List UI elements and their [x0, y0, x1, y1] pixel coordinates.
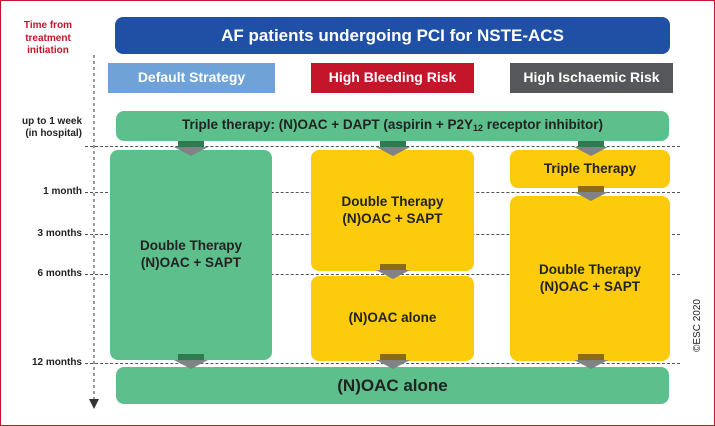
hbr-oac-alone-box: (N)OAC alone	[311, 276, 474, 361]
time-label-1-week: up to 1 week (in hospital)	[2, 116, 82, 140]
time-label-1-week-line1: up to 1 week	[21, 116, 82, 127]
gridline-12-months	[85, 363, 680, 364]
triple-therapy-initial-text: Triple therapy: (N)OAC + DAPT (aspirin +…	[182, 117, 603, 134]
hir-double-therapy-line2: (N)OAC + SAPT	[539, 278, 641, 294]
hir-double-therapy-line1: Double Therapy	[538, 261, 641, 277]
hir-triple-therapy-box: Triple Therapy	[510, 150, 670, 188]
triple-text-pre: Triple therapy: (N)OAC + DAPT (aspirin +…	[181, 117, 474, 133]
arrow-hir-triple-to-double	[574, 186, 608, 201]
diagram-title: AF patients undergoing PCI for NSTE-ACS	[115, 17, 670, 54]
arrow-initial-to-default	[174, 141, 208, 156]
default-strategy-header: Default Strategy	[108, 63, 275, 93]
triple-text-post: receptor inhibitor)	[483, 117, 604, 133]
time-label-1-month: 1 month	[43, 186, 82, 197]
oac-alone-long-term-box: (N)OAC alone	[116, 367, 669, 404]
default-double-therapy-box: Double Therapy (N)OAC + SAPT	[110, 150, 272, 360]
triple-text-subscript: 12	[473, 123, 484, 134]
high-ischaemic-risk-header: High Ischaemic Risk	[510, 63, 673, 93]
hbr-double-therapy-line1: Double Therapy	[341, 193, 444, 209]
hir-double-therapy-box: Double Therapy (N)OAC + SAPT	[510, 196, 670, 361]
time-label-6-months: 6 months	[37, 268, 82, 279]
arrow-initial-to-hir	[574, 141, 608, 156]
arrow-initial-to-hbr	[376, 141, 410, 156]
gridline-6-months	[85, 274, 680, 275]
hbr-double-therapy-line2: (N)OAC + SAPT	[342, 210, 443, 226]
arrow-default-to-oac	[174, 354, 208, 369]
triple-therapy-initial-box: Triple therapy: (N)OAC + DAPT (aspirin +…	[116, 111, 669, 141]
copyright-label: ©ESC 2020	[692, 299, 703, 352]
arrow-hir-to-oac	[574, 354, 608, 369]
high-bleeding-risk-header: High Bleeding Risk	[311, 63, 474, 93]
hbr-double-therapy-box: Double Therapy (N)OAC + SAPT	[311, 150, 474, 271]
time-axis-arrowhead	[89, 399, 99, 409]
arrow-hbr-double-to-oac	[376, 264, 410, 279]
arrow-hbr-to-oac	[376, 354, 410, 369]
default-double-therapy-line1: Double Therapy	[139, 238, 242, 254]
time-label-12-months: 12 months	[31, 357, 82, 368]
time-label-3-months: 3 months	[37, 228, 82, 239]
time-axis-title: Time from treatment initiation	[23, 20, 73, 56]
default-double-therapy-line2: (N)OAC + SAPT	[140, 255, 242, 270]
time-label-1-week-line2: (in hospital)	[25, 128, 82, 139]
